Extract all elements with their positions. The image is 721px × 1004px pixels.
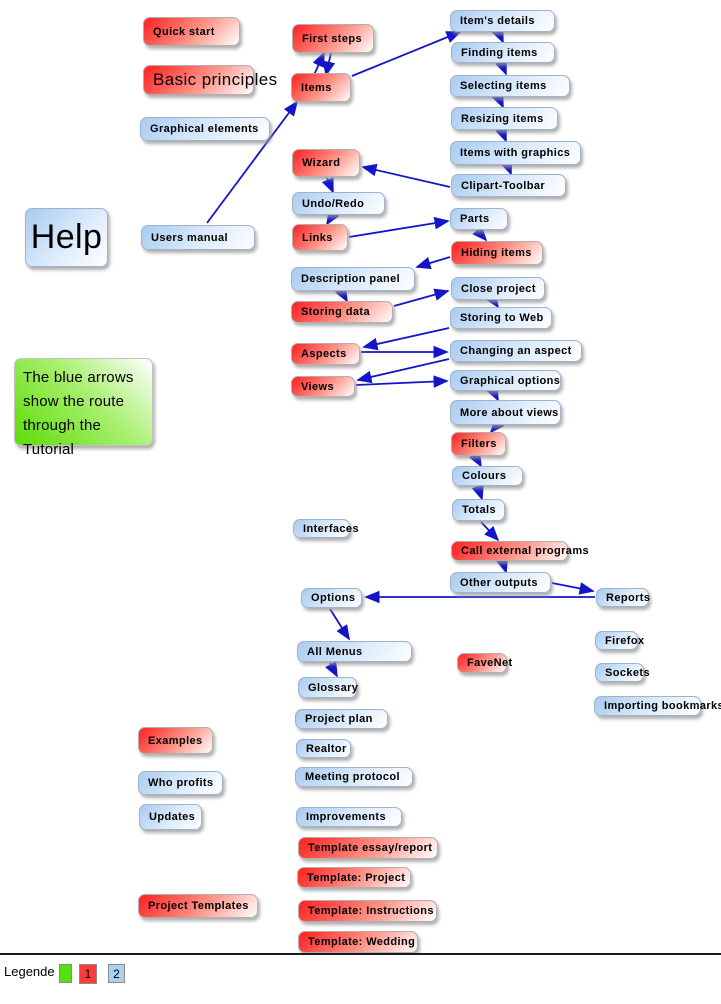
edge-all-menus-to-glossary xyxy=(325,661,338,678)
node-reports[interactable]: Reports xyxy=(596,588,650,607)
node-items-with-graphics[interactable]: Items with graphics xyxy=(450,141,581,165)
node-clipart-toolbar[interactable]: Clipart-Toolbar xyxy=(451,174,566,197)
node-template-wedding[interactable]: Template: Wedding xyxy=(298,931,418,953)
node-who-profits[interactable]: Who profits xyxy=(138,771,223,795)
edge-more-about-views-to-filters xyxy=(489,417,505,434)
node-first-steps[interactable]: First steps xyxy=(292,24,374,53)
node-sockets[interactable]: Sockets xyxy=(595,663,650,682)
node-aspects[interactable]: Aspects xyxy=(291,343,360,365)
edge-totals-to-call-external-programs xyxy=(480,521,500,542)
node-wizard[interactable]: Wizard xyxy=(292,149,360,177)
node-filters[interactable]: Filters xyxy=(451,432,506,456)
node-undo-redo[interactable]: Undo/Redo xyxy=(292,192,385,215)
legend-square-blue[interactable]: 2 xyxy=(108,964,125,983)
edge-filters-to-colours xyxy=(468,451,482,468)
node-updates[interactable]: Updates xyxy=(139,804,202,830)
node-template-essay-report[interactable]: Template essay/report xyxy=(298,837,438,859)
edge-colours-to-totals xyxy=(471,484,484,501)
node-hiding-items[interactable]: Hiding items xyxy=(451,241,543,265)
node-more-about-views[interactable]: More about views xyxy=(450,400,561,425)
node-storing-to-web[interactable]: Storing to Web xyxy=(450,307,552,329)
legend-square-green[interactable] xyxy=(59,964,72,983)
edge-items-with-graphics-to-clipart-toolbar xyxy=(500,159,513,176)
node-realtor[interactable]: Realtor xyxy=(296,739,351,758)
node-graphical-elements[interactable]: Graphical elements xyxy=(140,117,270,141)
edge-views-to-graphical-options xyxy=(355,375,449,388)
node-finding-items[interactable]: Finding items xyxy=(451,42,555,63)
node-views[interactable]: Views xyxy=(291,376,355,397)
edge-items-details-to-finding-items xyxy=(491,27,504,44)
node-basic-principles[interactable]: Basic principles xyxy=(143,65,277,95)
node-parts[interactable]: Parts xyxy=(450,208,508,230)
edge-storing-to-web-to-aspects xyxy=(362,327,450,351)
node-glossary[interactable]: Glossary xyxy=(298,677,358,698)
node-help[interactable]: Help xyxy=(25,208,108,267)
edge-graphical-options-to-more-about-views xyxy=(486,385,499,402)
edge-links-to-parts xyxy=(348,216,450,238)
node-improvements[interactable]: Improvements xyxy=(296,807,402,827)
legend-square-red[interactable]: 1 xyxy=(79,964,97,984)
node-changing-an-aspect[interactable]: Changing an aspect xyxy=(450,340,582,362)
node-project-plan[interactable]: Project plan xyxy=(295,709,388,729)
node-options[interactable]: Options xyxy=(301,588,362,608)
edge-resizing-items-to-items-with-graphics xyxy=(495,126,507,143)
node-template-project[interactable]: Template: Project xyxy=(297,867,411,888)
edge-first-steps-to-items xyxy=(322,52,336,77)
node-graphical-options[interactable]: Graphical options xyxy=(450,370,561,391)
legend-title: Legende xyxy=(4,964,55,979)
edge-hiding-items-to-description-panel xyxy=(415,256,451,270)
node-users-manual[interactable]: Users manual xyxy=(141,225,255,250)
node-all-menus[interactable]: All Menus xyxy=(297,641,412,662)
node-items-details[interactable]: Item's details xyxy=(450,10,555,32)
edge-description-panel-to-storing-data xyxy=(334,286,348,303)
node-project-templates[interactable]: Project Templates xyxy=(138,894,258,918)
node-examples[interactable]: Examples xyxy=(138,727,213,754)
node-links[interactable]: Links xyxy=(292,224,348,251)
edge-parts-to-hiding-items xyxy=(472,225,488,242)
node-interfaces[interactable]: Interfaces xyxy=(293,519,359,538)
edge-changing-an-aspect-to-views xyxy=(356,358,450,384)
edge-finding-items-to-selecting-items xyxy=(495,59,507,76)
node-importing-bookmarks[interactable]: Importing bookmarks xyxy=(594,696,721,716)
edge-clipart-toolbar-to-wizard xyxy=(361,163,451,188)
node-close-project[interactable]: Close project xyxy=(451,277,545,300)
node-colours[interactable]: Colours xyxy=(452,466,523,486)
node-favenet[interactable]: FaveNet xyxy=(457,653,512,673)
node-items[interactable]: Items xyxy=(291,73,351,102)
edge-storing-data-to-close-project xyxy=(393,288,450,307)
node-resizing-items[interactable]: Resizing items xyxy=(451,107,558,130)
node-other-outputs[interactable]: Other outputs xyxy=(450,572,551,593)
edge-options-to-all-menus xyxy=(329,608,350,641)
edge-undo-redo-to-links xyxy=(326,209,340,226)
edge-other-outputs-to-reports xyxy=(551,582,595,595)
node-firefox[interactable]: Firefox xyxy=(595,631,644,650)
edge-call-external-programs-to-other-outputs xyxy=(496,557,509,574)
edge-items-to-first-steps xyxy=(312,51,325,76)
node-totals[interactable]: Totals xyxy=(452,499,505,521)
edge-wizard-to-undo-redo xyxy=(321,177,334,194)
node-description-panel[interactable]: Description panel xyxy=(291,267,415,291)
node-call-external-programs[interactable]: Call external programs xyxy=(451,541,589,561)
node-quick-start[interactable]: Quick start xyxy=(143,17,240,46)
node-template-instructions[interactable]: Template: Instructions xyxy=(298,900,437,922)
node-selecting-items[interactable]: Selecting items xyxy=(450,75,570,97)
node-meeting-protocol[interactable]: Meeting protocol xyxy=(295,767,413,787)
edge-selecting-items-to-resizing-items xyxy=(491,92,504,109)
node-storing-data[interactable]: Storing data xyxy=(291,301,393,323)
